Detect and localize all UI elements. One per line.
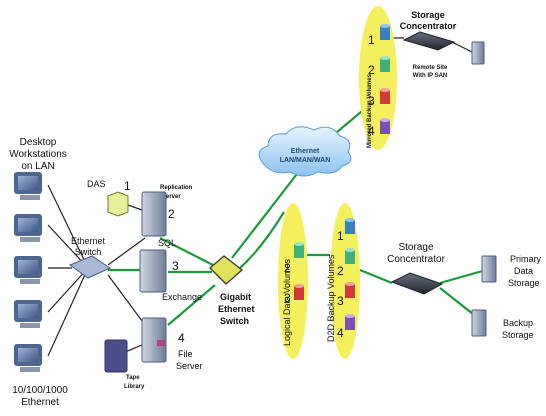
mirrored-number-3: 3 — [368, 94, 375, 108]
ethernet-switch-label-line1: Ethernet — [71, 236, 106, 246]
cloud-icon — [258, 126, 352, 177]
das-number: 1 — [124, 179, 131, 193]
server-icon — [481, 255, 497, 283]
desktop-computer-icon — [14, 300, 42, 328]
disk-icon — [380, 56, 390, 72]
concentrator-label-line1: Storage — [398, 242, 433, 253]
d2d-number-4: 4 — [337, 326, 344, 340]
ethernet-switch-label-line2: Switch — [75, 247, 102, 257]
exchange-number: 3 — [172, 259, 179, 273]
mirrored-number-1: 1 — [368, 33, 375, 47]
concentrator-label-line2: Concentrator — [387, 254, 445, 265]
concentrator-icon — [390, 272, 444, 295]
replication-server-label-line1: Replication — [160, 185, 193, 191]
gigabit-ethernet-switch: Gigabit Ethernet Switch — [209, 255, 255, 326]
logical-number-2: 2 — [284, 261, 291, 275]
d2d-number-1: 1 — [337, 229, 344, 243]
disk-icon — [380, 118, 390, 134]
primary-label-line1: Primary — [510, 254, 541, 264]
server-icon — [141, 317, 167, 363]
das-icon — [107, 191, 129, 217]
tape-library: Tape Library — [104, 339, 145, 390]
remote-site-label-line2: With IP SAN — [413, 73, 448, 79]
desktop-computer-icon — [14, 256, 42, 284]
disk-icon — [294, 242, 304, 258]
links — [47, 37, 487, 357]
file-server: 4 File Server — [141, 317, 203, 371]
mirrored-oval — [359, 6, 397, 150]
primary-label-line3: Storage — [508, 278, 540, 288]
d2d-number-3: 3 — [337, 294, 344, 308]
desktop-computer-icon — [14, 344, 42, 372]
d2d-number-2: 2 — [337, 264, 344, 278]
das-device: DAS 1 — [87, 179, 131, 217]
desktop-workstations: Desktop Workstations on LAN 10/100/1000 … — [9, 137, 68, 408]
desktops-title-line2: Workstations — [9, 149, 67, 160]
exchange-server: 3 Exchange — [139, 249, 202, 302]
desktop-computer-icon — [14, 214, 42, 242]
primary-data-storage: Primary Data Storage — [481, 254, 541, 288]
backup-storage: Backup Storage — [471, 309, 534, 340]
replication-server-label-line2: Server — [162, 194, 181, 200]
mirrored-number-2: 2 — [368, 63, 375, 77]
replication-server: Replication Server 2 SQL — [141, 185, 193, 248]
tape-library-label-line1: Tape — [126, 375, 140, 381]
mirrored-backup-volumes: Mirrored Backup Volumes 1 2 3 4 Storage … — [359, 6, 485, 150]
das-label: DAS — [87, 179, 106, 189]
ethernet-switch: Ethernet Switch — [68, 236, 112, 279]
desktops-title-line1: Desktop — [20, 137, 57, 148]
server-icon — [141, 191, 167, 237]
primary-label-line2: Data — [514, 266, 533, 276]
disk-icon — [157, 340, 165, 346]
logical-oval — [278, 203, 308, 359]
file-server-number: 4 — [178, 331, 185, 345]
disk-icon — [345, 218, 355, 234]
file-server-label-line1: File — [178, 349, 193, 359]
desktops-footer-line1: 10/100/1000 — [12, 385, 68, 396]
desktops-title-line3: on LAN — [21, 161, 54, 172]
storage-concentrator: Storage Concentrator — [387, 242, 446, 295]
remote-site-label-line1: Remote Site — [413, 65, 448, 71]
replication-server-number: 2 — [168, 207, 175, 221]
gigabit-switch-label-line1: Gigabit — [220, 292, 251, 302]
disk-icon — [294, 284, 304, 300]
backup-label-line2: Storage — [502, 330, 534, 340]
gigabit-switch-label-line2: Ethernet — [218, 304, 255, 314]
cloud-label-line1: Ethernet — [291, 148, 320, 155]
d2d-title: D2D Backup Volumes — [326, 254, 336, 342]
concentrator-icon — [402, 31, 456, 51]
disk-icon — [380, 88, 390, 104]
mirrored-title: Mirrored Backup Volumes — [367, 73, 373, 148]
switch-icon — [209, 255, 244, 285]
desktops-footer-line2: Ethernet — [21, 397, 59, 408]
switch-icon — [68, 255, 112, 279]
d2d-backup-volumes: D2D Backup Volumes 1 2 3 4 — [326, 203, 360, 359]
server-icon — [139, 249, 167, 293]
backup-label-line1: Backup — [503, 318, 533, 328]
mirrored-concentrator-label-line1: Storage — [411, 10, 445, 20]
disk-icon — [345, 282, 355, 298]
ethernet-cloud: Ethernet LAN/MAN/WAN — [258, 126, 352, 177]
desktop-computer-icon — [14, 172, 42, 200]
exchange-label: Exchange — [162, 292, 202, 302]
mirrored-concentrator-label-line2: Concentrator — [400, 21, 457, 31]
tape-library-icon — [104, 339, 128, 373]
server-icon — [471, 309, 487, 337]
logical-data-volumes: Logical Data Volumes 2 3 — [278, 203, 308, 359]
logical-title: Logical Data Volumes — [282, 258, 292, 346]
file-server-label-line2: Server — [176, 361, 203, 371]
disk-icon — [345, 248, 355, 264]
tape-library-label-line2: Library — [124, 384, 145, 390]
disk-icon — [345, 314, 355, 330]
cloud-label-line2: LAN/MAN/WAN — [280, 157, 331, 164]
gigabit-switch-label-line3: Switch — [220, 316, 249, 326]
mirrored-number-4: 4 — [368, 124, 375, 138]
replication-server-tag: SQL — [158, 238, 176, 248]
disk-icon — [380, 24, 390, 40]
logical-number-3: 3 — [284, 291, 291, 305]
server-icon — [471, 41, 485, 65]
